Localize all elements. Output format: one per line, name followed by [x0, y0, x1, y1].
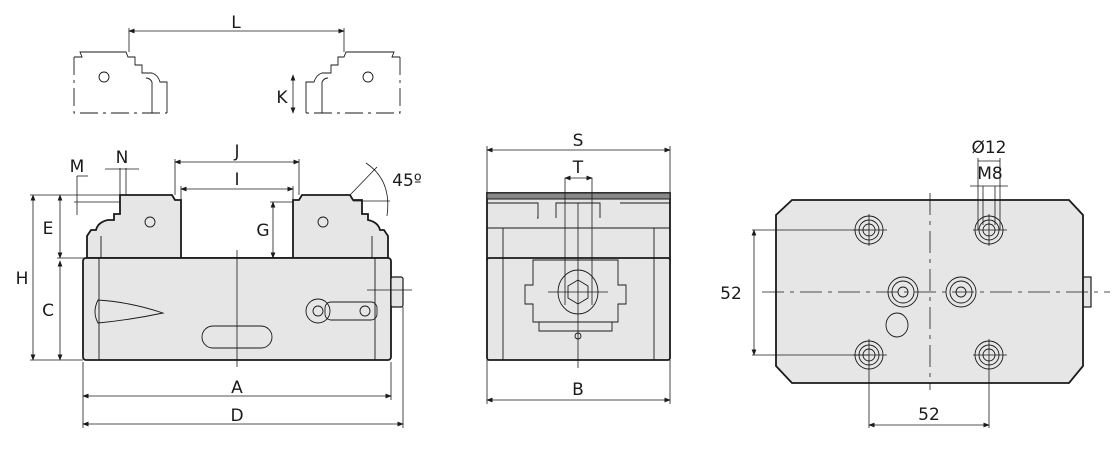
dim-label-J: J — [233, 142, 239, 162]
dim-label-C: C — [42, 301, 54, 321]
bottom-view: Ø12 M8 52 52 — [720, 138, 1110, 428]
top-detail-view: L K — [73, 13, 401, 114]
dim-label-I: I — [234, 170, 239, 190]
dim-label-H: H — [16, 269, 29, 289]
dim-label-E: E — [43, 219, 54, 239]
dim-label-L: L — [231, 13, 241, 33]
dim-label-spacing-horizontal: 52 — [918, 405, 940, 425]
dim-label-S: S — [573, 131, 584, 151]
front-view: M N J I G 45º E H C A D — [16, 142, 422, 428]
dim-label-G: G — [256, 221, 269, 241]
dim-label-M: M — [70, 157, 85, 177]
dim-label-B: B — [572, 380, 584, 400]
side-view: S T B — [486, 131, 671, 404]
dim-label-D: D — [230, 406, 243, 426]
dim-label-spacing-vertical: 52 — [720, 284, 742, 304]
dim-label-T: T — [572, 158, 584, 178]
dim-label-K: K — [276, 88, 288, 108]
dim-label-angle: 45º — [392, 171, 422, 191]
dim-label-A: A — [231, 378, 243, 398]
dim-label-thread: M8 — [977, 164, 1002, 184]
dim-label-N: N — [116, 148, 129, 168]
dim-label-diameter: Ø12 — [971, 138, 1006, 158]
